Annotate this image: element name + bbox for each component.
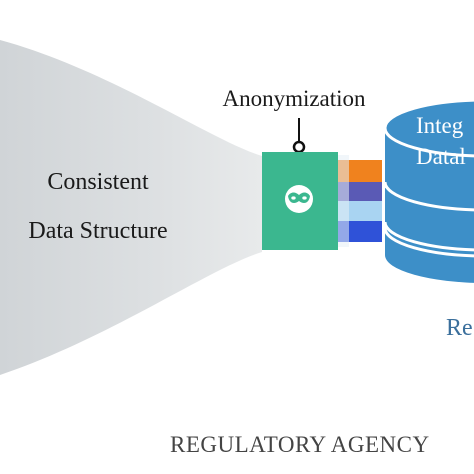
funnel-label-line2: Data Structure: [28, 218, 167, 244]
data-stripes: [337, 155, 382, 247]
anonymization-pin: [292, 118, 306, 154]
funnel-shape: [0, 40, 262, 375]
database-label-line2: Datal: [416, 144, 466, 169]
regulatory-agency-label: REGULATORY AGENCY: [170, 432, 430, 457]
anonymization-label: Anonymization: [222, 86, 366, 111]
funnel-label-line1: Consistent: [47, 169, 149, 195]
partial-label: Re: [446, 315, 473, 341]
database-label-line1: Integ: [416, 113, 464, 138]
mask-icon: [285, 185, 313, 213]
database-icon: [383, 98, 474, 283]
